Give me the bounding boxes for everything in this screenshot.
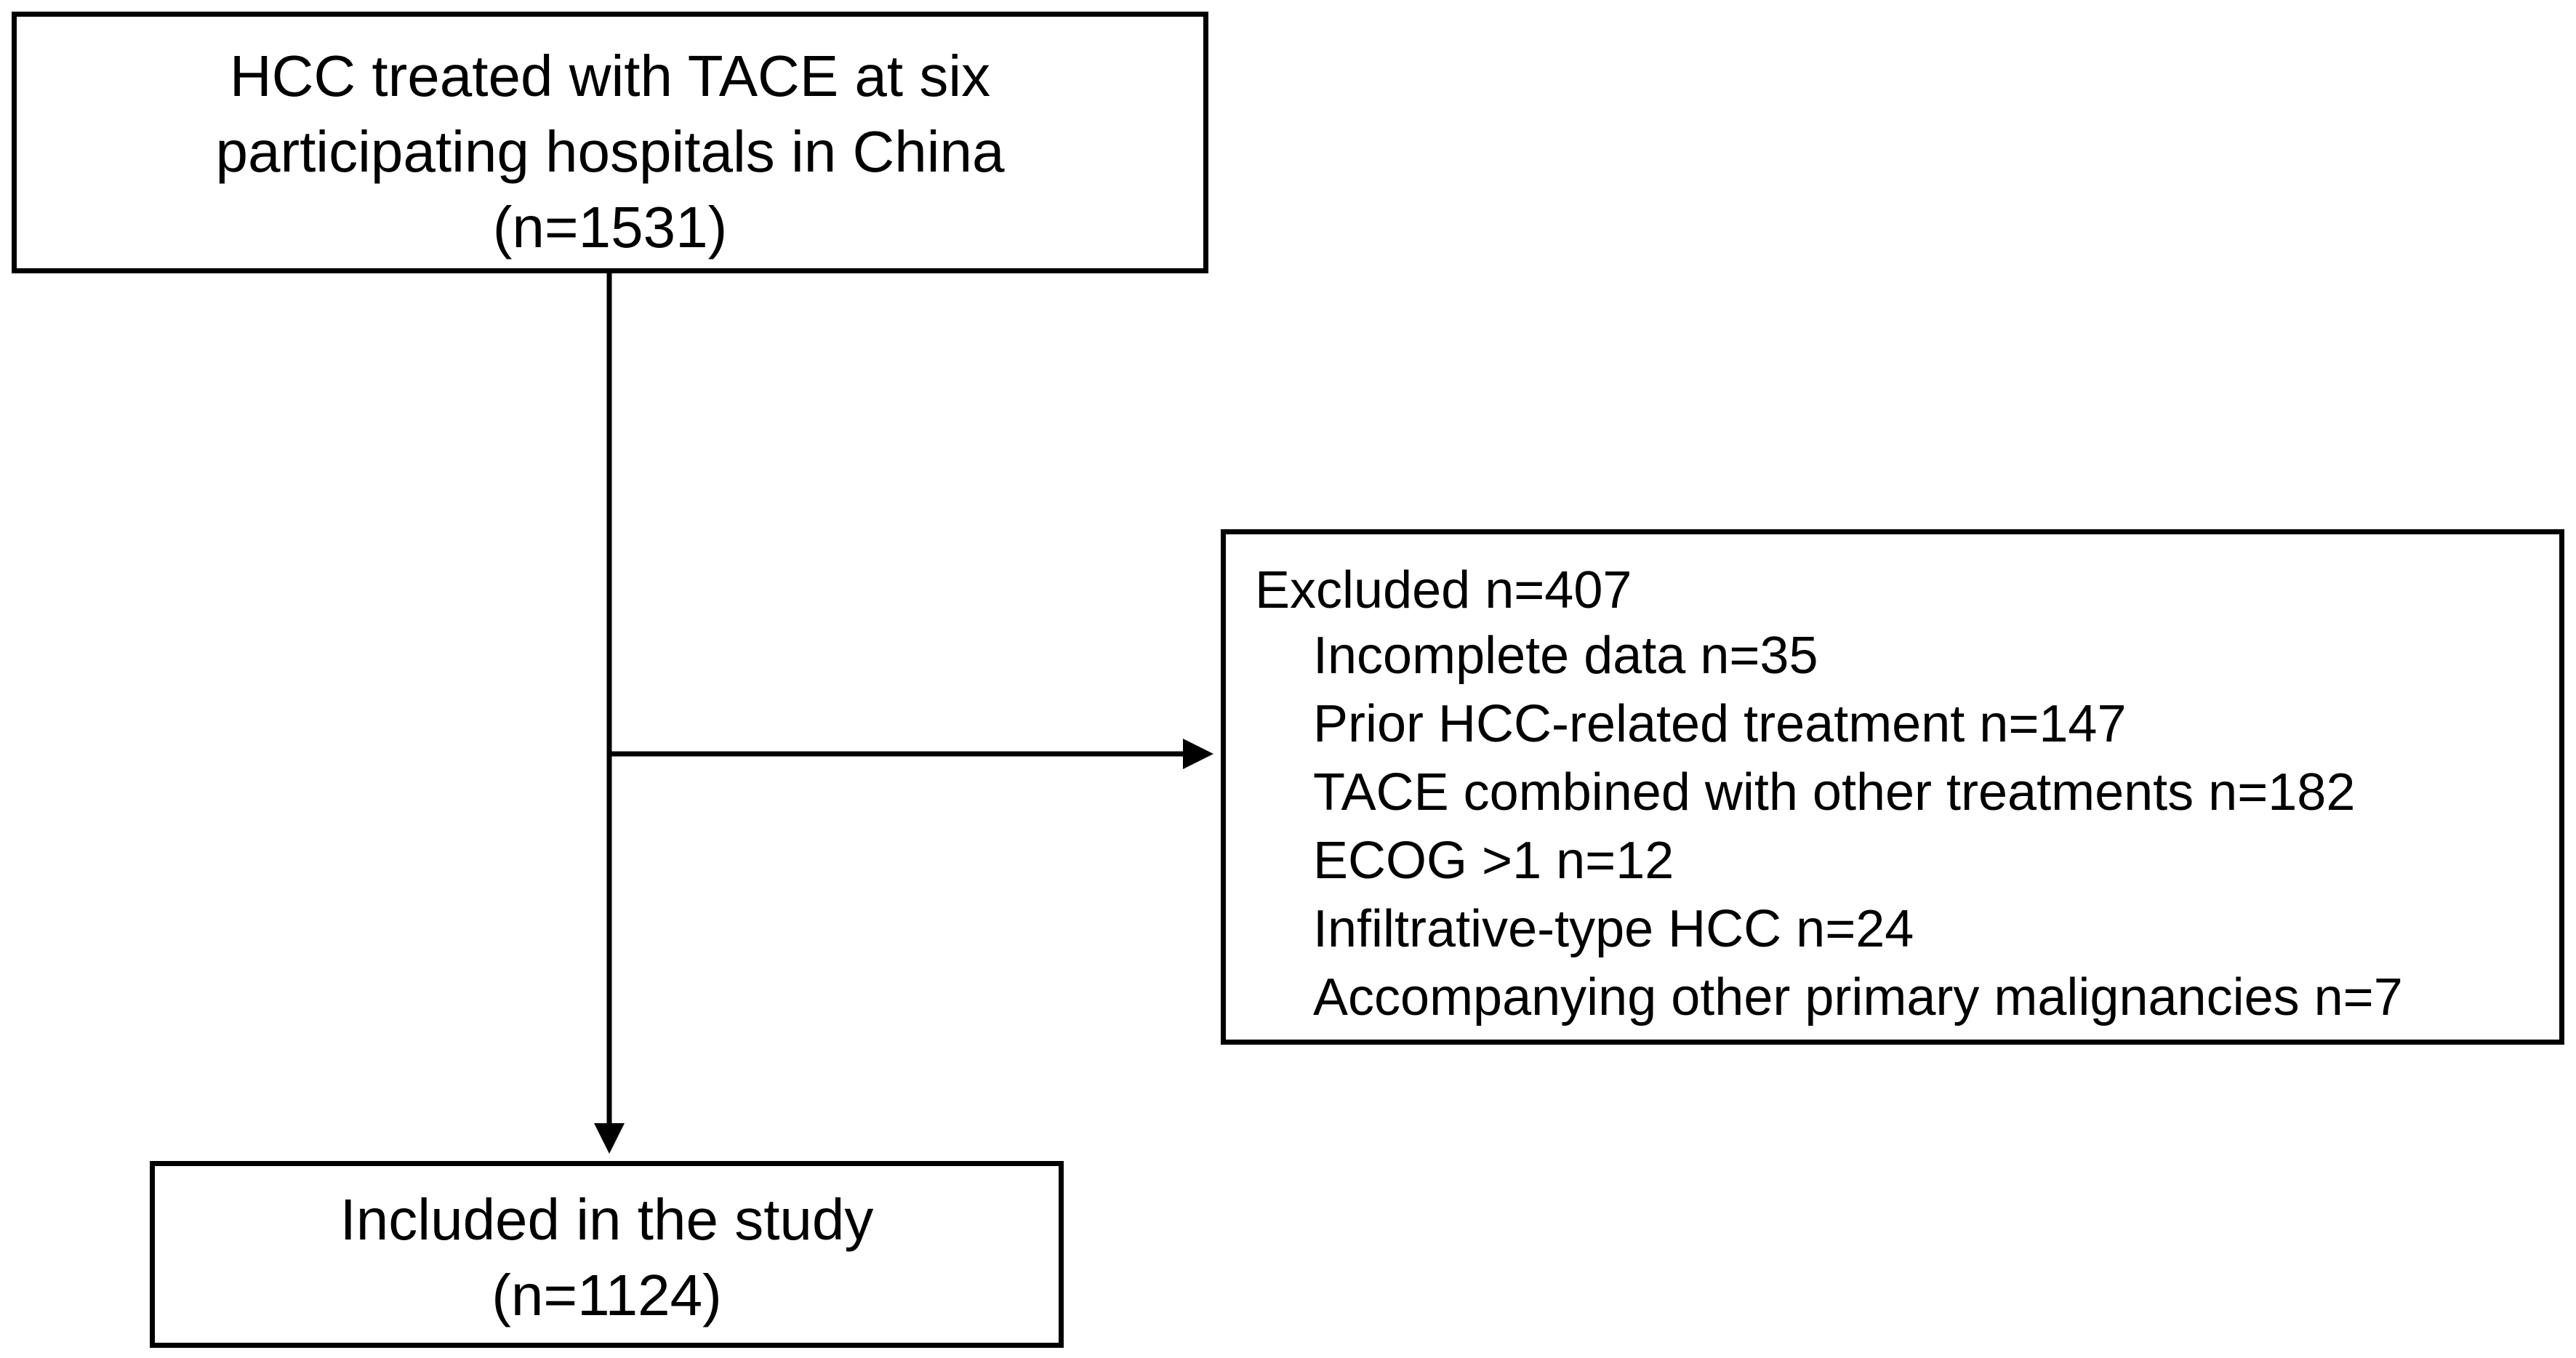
exclusion-reason-combined-treatments: TACE combined with other treatments n=18… <box>1313 763 2356 821</box>
included-count: (n=1124) <box>491 1263 722 1327</box>
exclusion-reason-other-malignancies: Accompanying other primary malignancies … <box>1313 968 2403 1026</box>
exclusion-reason-prior-treatment: Prior HCC-related treatment n=147 <box>1313 695 2127 753</box>
excluded-box: Excluded n=407 Incomplete data n=35 Prio… <box>1221 529 2564 1045</box>
excluded-header: Excluded n=407 <box>1255 561 1632 619</box>
included-box: Included in the study (n=1124) <box>150 1161 1064 1348</box>
source-population-line-2: participating hospitals in China <box>215 119 1005 184</box>
source-population-line-1: HCC treated with TACE at six <box>229 44 991 108</box>
exclusion-reason-incomplete-data: Incomplete data n=35 <box>1313 627 1818 685</box>
exclusion-reasons-list: Incomplete data n=35 Prior HCC-related t… <box>1313 622 2403 1032</box>
included-label: Included in the study <box>340 1187 874 1252</box>
exclusion-reason-ecog: ECOG >1 n=12 <box>1313 832 1674 890</box>
source-population-count: (n=1531) <box>492 195 728 260</box>
included-text: Included in the study (n=1124) <box>155 1182 1059 1333</box>
exclusion-reason-infiltrative-hcc: Infiltrative-type HCC n=24 <box>1313 900 1914 958</box>
source-population-text: HCC treated with TACE at six participati… <box>17 39 1203 265</box>
source-population-box: HCC treated with TACE at six participati… <box>12 12 1208 273</box>
